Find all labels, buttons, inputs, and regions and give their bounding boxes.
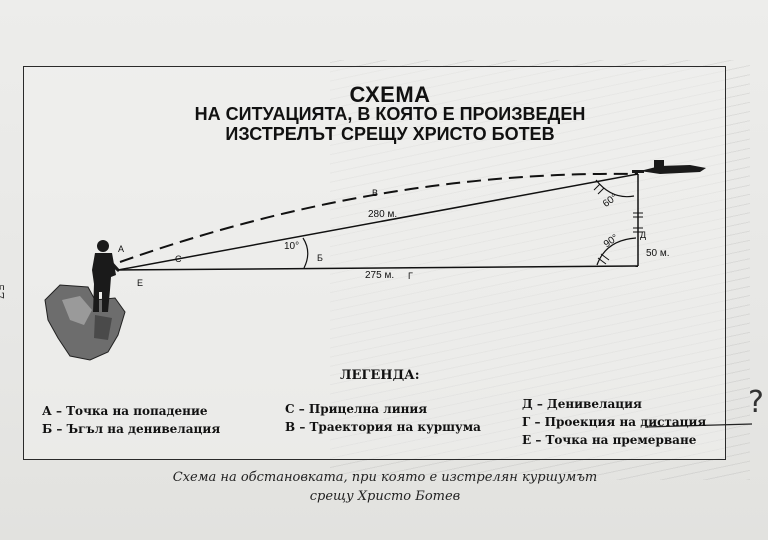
label-aim-distance: 280 м.: [368, 209, 397, 220]
legend-item-c: С – Прицелна линия: [285, 402, 428, 416]
label-point-c: С: [175, 254, 182, 264]
legend-item-d: Д – Денивелация: [522, 397, 642, 411]
label-point-d: Д: [640, 230, 646, 240]
caption-line-1: Схема на обстановката, при която е изстр…: [172, 470, 598, 485]
diagram-frame: [23, 66, 726, 460]
label-projection-distance: 275 м.: [365, 270, 394, 281]
caption-line-2: срещу Христо Ботев: [309, 489, 461, 504]
aim-line: [117, 173, 639, 271]
legend-item-a: А – Точка на попадение: [42, 404, 208, 418]
handwritten-underline: [644, 423, 753, 428]
legend-column-3: Д – Денивелация Г – Проекция на дистация…: [522, 395, 706, 449]
angle-arc-right: [596, 237, 637, 266]
legend-item-g: Г – Проекция на дистация: [522, 415, 707, 429]
lying-figure: [632, 160, 706, 174]
legend-column-2: С – Прицелна линия В – Траектория на кур…: [285, 400, 481, 436]
label-point-v: В: [372, 188, 378, 198]
label-angle-right: 90°: [602, 233, 621, 251]
legend-item-v: В – Траектория на куршума: [285, 420, 481, 434]
label-elevation: 50 м.: [646, 248, 670, 259]
label-point-e: Е: [137, 278, 143, 288]
label-angle-deniv: 10°: [284, 241, 299, 252]
angle-arc-top: [595, 179, 635, 198]
title-line-2: НА СИТУАЦИЯТА, В КОЯТО Е ПРОИЗВЕДЕН: [194, 104, 586, 124]
label-point-a: А: [118, 244, 124, 254]
legend-column-1: А – Точка на попадение Б – Ъгъл на денив…: [42, 402, 220, 438]
legend-item-b: Б – Ъгъл на денивелация: [42, 422, 221, 436]
legend-title: ЛЕГЕНДА:: [340, 368, 420, 383]
title-line-3: ИЗСТРЕЛЪТ СРЕЩУ ХРИСТО БОТЕВ: [225, 124, 555, 144]
label-point-b: Б: [317, 253, 323, 263]
projection-line: [117, 265, 639, 271]
trajectory-curve: [119, 172, 639, 263]
standing-figure: [92, 240, 120, 312]
legend-item-e: Е – Точка на премерване: [522, 433, 697, 447]
title-line-1: СХЕМА: [349, 82, 431, 107]
handwritten-question-mark: ?: [748, 385, 764, 420]
label-point-g: Г: [408, 271, 413, 281]
angle-arc-deniv: [302, 237, 309, 269]
